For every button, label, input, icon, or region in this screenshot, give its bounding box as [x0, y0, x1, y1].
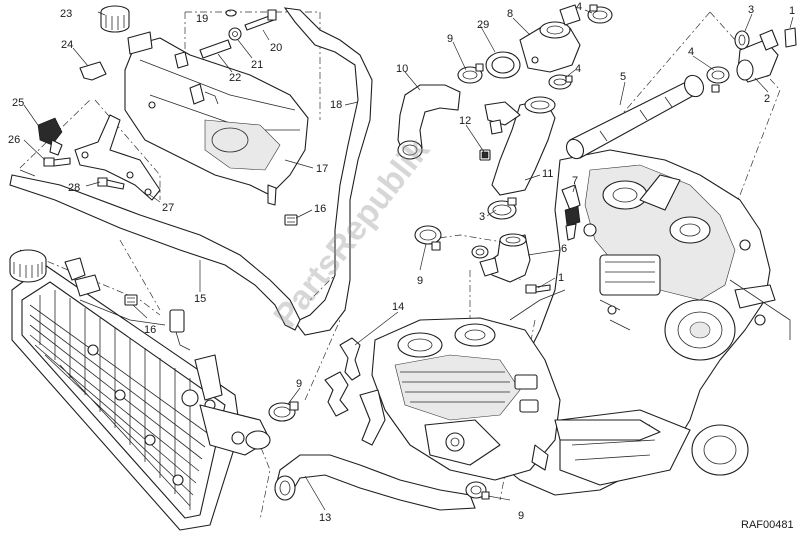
hose-clamp-3: [487, 197, 517, 220]
callout-25: 25: [12, 97, 24, 109]
diagram-reference-code: RAF00481: [741, 519, 794, 531]
hose-clamp-4c: [706, 66, 730, 93]
callout-1: 1: [789, 5, 795, 17]
callout-16: 16: [314, 203, 326, 215]
callout-7: 7: [572, 175, 578, 187]
callout-labels: 1 1 2 3 3 4 4 4 5 6 7 8 9 9 9 9 10 11 12…: [8, 1, 795, 524]
hose-5: [565, 74, 705, 160]
callout-15: 15: [194, 293, 206, 305]
hose-clamp-9c: [268, 401, 299, 422]
hose-10: [397, 84, 461, 160]
callout-9: 9: [296, 378, 302, 390]
callout-9: 9: [518, 510, 524, 522]
bolts-1: [525, 27, 797, 294]
mounting-hardware: [199, 9, 277, 59]
callout-4: 4: [576, 1, 582, 13]
callout-14: 14: [392, 301, 404, 313]
elbow-fitting-6: [479, 233, 531, 283]
coolant-fitting-2: [736, 29, 779, 83]
callout-11: 11: [542, 168, 553, 180]
bolt-28: [97, 177, 125, 190]
temperature-sensor-connector: [37, 117, 63, 156]
hose-18: [283, 7, 373, 336]
expansion-tank-cap: [100, 5, 130, 33]
callout-9: 9: [447, 33, 453, 45]
callout-21: 21: [251, 59, 263, 71]
callout-8: 8: [507, 8, 513, 20]
callout-20: 20: [270, 42, 282, 54]
tank-bracket: [74, 114, 161, 201]
callout-3: 3: [479, 211, 485, 223]
o-ring-3b: [471, 245, 489, 259]
callout-4: 4: [575, 63, 581, 75]
hose-clamp-4a: [587, 4, 613, 24]
hose-11: [484, 96, 556, 196]
callout-18: 18: [330, 99, 342, 111]
o-ring-29: [485, 51, 521, 79]
callout-2: 2: [764, 93, 770, 105]
bolt-26: [43, 157, 71, 167]
hose-clamp-9a: [457, 63, 484, 84]
hose-clamp-9b: [414, 225, 442, 251]
callout-13: 13: [319, 512, 331, 524]
leader-lines: [19, 9, 794, 511]
plug-12: [479, 149, 491, 161]
hose-clamp-4b: [548, 74, 573, 90]
temperature-sender-7: [561, 184, 581, 241]
callout-19: 19: [196, 13, 208, 25]
callout-29: 29: [477, 19, 489, 31]
callout-26: 26: [8, 134, 20, 146]
hose-13: [274, 454, 476, 511]
callout-10: 10: [396, 63, 408, 75]
callout-23: 23: [60, 8, 72, 20]
callout-3: 3: [748, 4, 754, 16]
callout-16: 16: [144, 324, 156, 336]
callout-1: 1: [558, 272, 564, 284]
cylinder-head: [371, 289, 661, 481]
hose-clips-14: [324, 337, 386, 446]
hose-clamps: [268, 4, 730, 500]
thermostat-housing: [519, 4, 581, 73]
radiator: [9, 249, 271, 531]
connectors-16: [124, 214, 298, 306]
callout-12: 12: [459, 115, 471, 127]
expansion-tank: [100, 5, 309, 206]
callout-24: 24: [61, 39, 73, 51]
callout-9: 9: [417, 275, 423, 287]
callout-4: 4: [688, 46, 694, 58]
radiator-cap: [9, 249, 47, 283]
callout-6: 6: [561, 243, 567, 255]
hose-clamp-9d: [465, 481, 490, 500]
callout-17: 17: [316, 163, 328, 175]
hose-15: [9, 174, 301, 331]
callout-5: 5: [620, 71, 626, 83]
hose-clip-24: [79, 61, 107, 81]
callout-22: 22: [229, 72, 241, 84]
callout-27: 27: [162, 202, 174, 214]
o-ring-3: [734, 30, 750, 50]
callout-28: 28: [68, 182, 80, 194]
